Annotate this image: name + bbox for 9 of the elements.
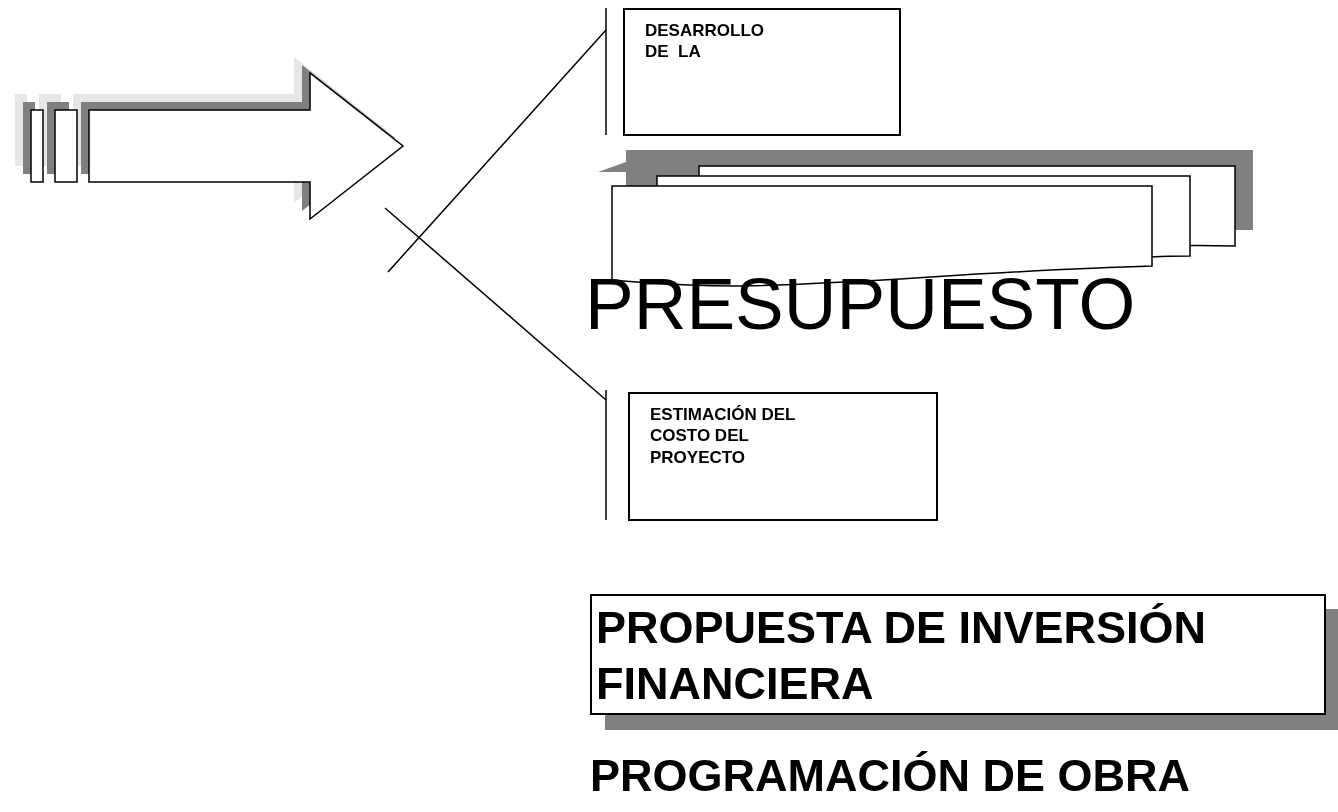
- heading-text: PROGRAMACIÓN DE OBRA: [590, 750, 1190, 802]
- connector-line: [387, 29, 607, 273]
- text-box: [623, 8, 901, 136]
- box-text: PROPUESTA DE INVERSIÓN FINANCIERA: [596, 601, 1208, 712]
- heading-text: PRESUPUESTO: [585, 262, 1136, 346]
- box-text: ESTIMACIÓN DEL COSTO DEL PROYECTO: [650, 404, 797, 468]
- connector-line: [384, 207, 607, 401]
- box-text: DESARROLLO DE LA: [645, 20, 765, 63]
- text-box: [628, 392, 938, 521]
